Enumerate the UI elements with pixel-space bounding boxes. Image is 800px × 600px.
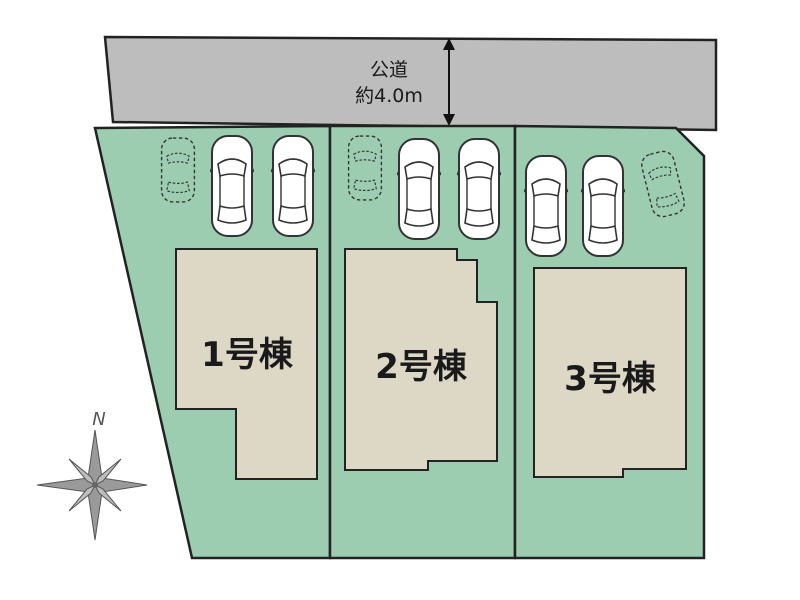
road-width-label: 約4.0m [355,85,423,107]
parked-car [271,135,315,237]
building-2-label: 2号棟 [375,347,468,387]
parked-car [457,138,501,240]
parked-car [210,135,254,237]
road-name-label: 公道 [370,59,408,81]
building-3 [533,267,687,478]
road-width-arrow [443,38,455,126]
compass-north-label: N [92,409,105,430]
parked-car [397,138,441,240]
building-3-label: 3号棟 [564,359,657,399]
parked-car [524,155,568,257]
parked-car [581,155,625,257]
building-2 [344,248,498,471]
public-road [103,35,718,132]
building-1 [175,248,318,480]
building-1-label: 1号棟 [201,335,294,375]
compass-icon [36,429,148,541]
